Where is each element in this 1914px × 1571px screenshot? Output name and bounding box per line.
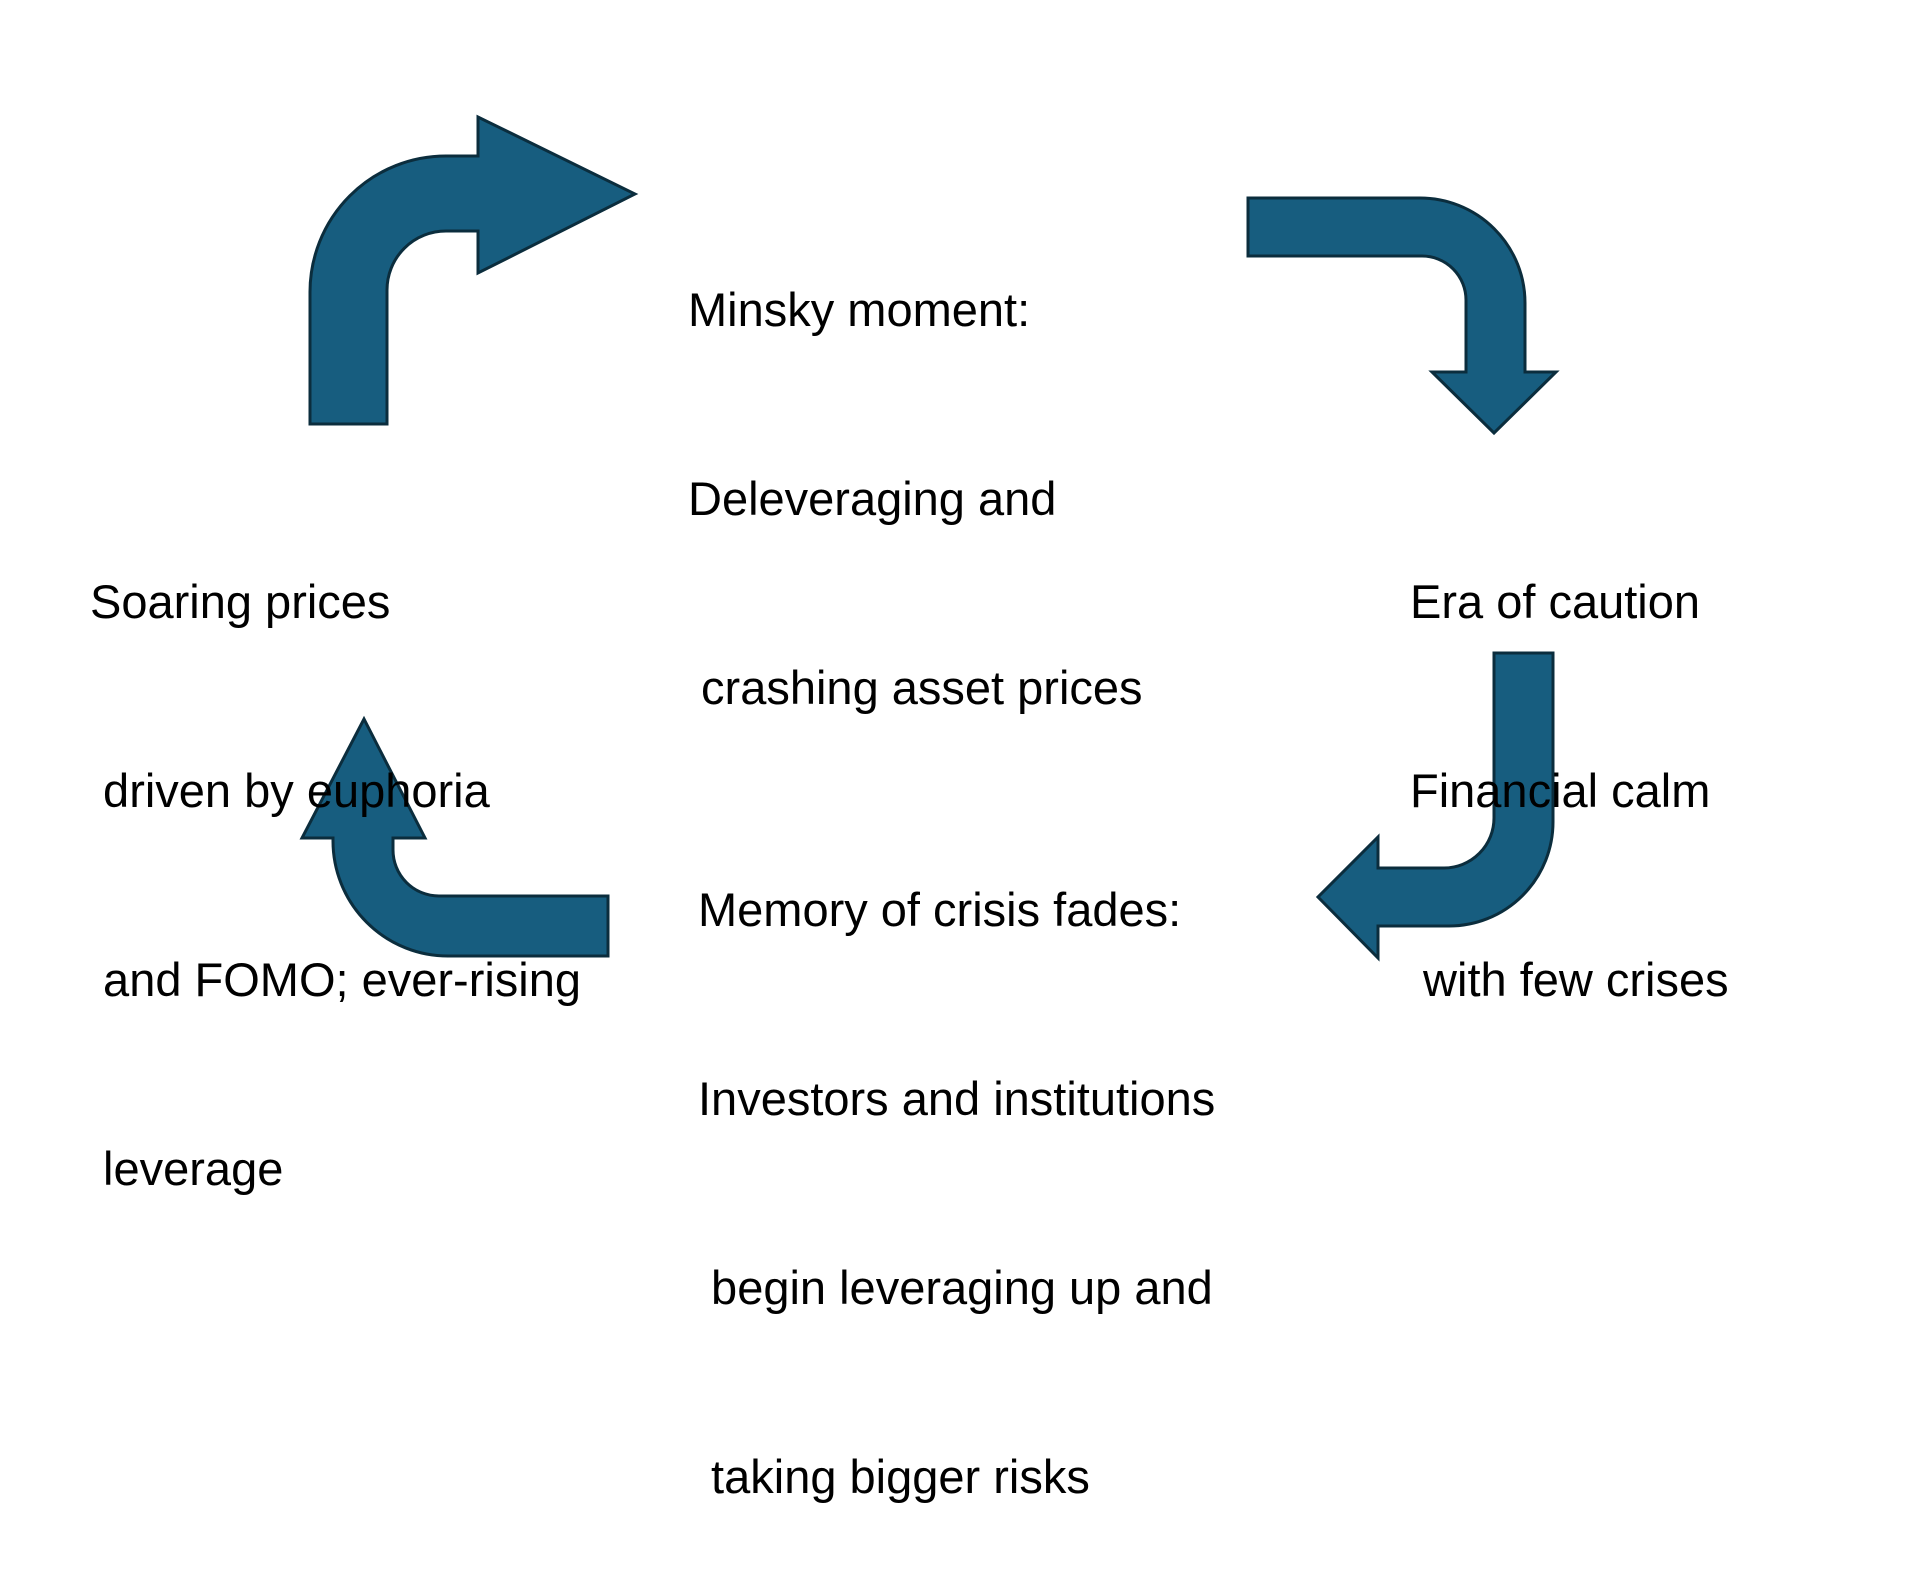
stage-line: begin leveraging up and [698,1261,1213,1314]
curved-arrow-right-down-icon [1246,196,1560,436]
stage-line: and FOMO; ever-rising [90,953,582,1006]
stage-line: Soaring prices [90,575,391,628]
stage-line: Era of caution [1410,575,1701,628]
stage-line: Memory of crisis fades: [698,883,1182,936]
cycle-arrows [299,114,1560,962]
stage-soaring-prices: Soaring prices driven by euphoria and FO… [90,444,581,1263]
stage-line: Financial calm [1410,764,1711,817]
stage-line: taking bigger risks [698,1450,1090,1503]
stage-minsky-moment: Minsky moment: Deleveraging and crashing… [688,152,1143,782]
curved-arrow-up-right-icon [308,114,639,426]
stage-line: crashing asset prices [688,661,1143,714]
stage-line: with few crises [1410,953,1729,1006]
stage-line: Investors and institutions [698,1072,1216,1125]
stage-line: driven by euphoria [90,764,490,817]
stage-line: Minsky moment: [688,283,1031,336]
stage-memory-of-crisis-fades: Memory of crisis fades: Investors and in… [698,752,1215,1571]
stage-era-of-caution: Era of caution Financial calm with few c… [1410,444,1729,1074]
stage-line: leverage [90,1142,284,1195]
stage-line: Deleveraging and [688,472,1057,525]
curved-arrow-down-left-icon [1315,651,1555,962]
curved-arrow-left-up-icon [299,715,610,958]
